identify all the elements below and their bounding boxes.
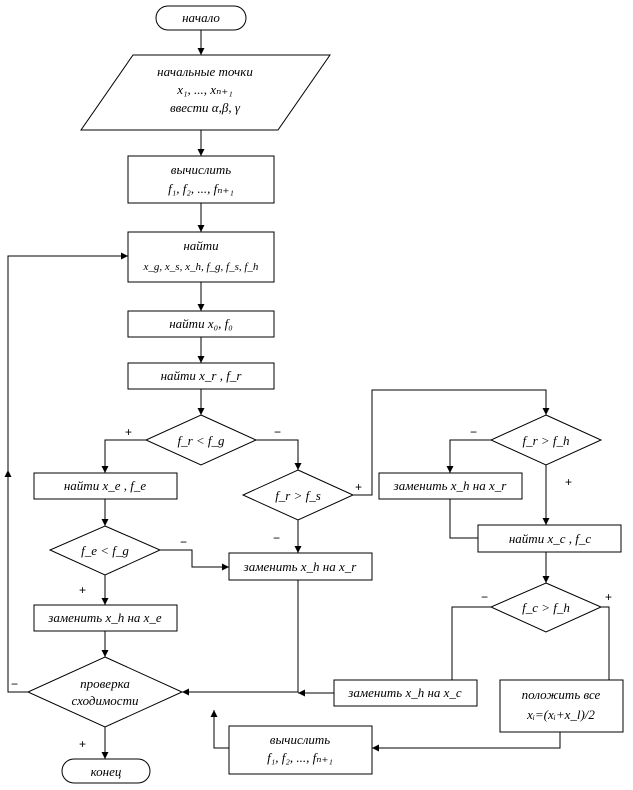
replace-with-expansion-box [33, 604, 178, 632]
find-expansion-label: найти x_e , f_e [64, 478, 146, 493]
decision-2-label: f_e < f_g [81, 543, 129, 558]
find-1-label: найти [183, 238, 219, 253]
replace-with-reflection-box-right [378, 472, 523, 500]
end-terminator [61, 758, 151, 784]
decision-5-label: f_c > f_h [522, 600, 570, 615]
shrink-label-1: положить все [522, 687, 601, 702]
find-1-values: x_g, x_s, x_h, f_g, f_s, f_h [143, 261, 259, 273]
sign-minus-5: − [481, 590, 488, 604]
replace-contraction-label: заменить x_h на x_c [347, 685, 462, 700]
sign-plus-3: + [355, 480, 362, 494]
input-parallelogram [80, 54, 331, 131]
decision-reflection-better [144, 414, 258, 466]
shrink-label-2: xᵢ=(xᵢ+x_l)/2 [526, 707, 595, 722]
compute-2-label: вычислить [270, 732, 330, 747]
start-label: начало [182, 10, 220, 25]
replace-reflection-middle-label: заменить x_h на x_r [243, 559, 358, 574]
sign-minus-6: − [11, 677, 18, 691]
sign-minus-3: − [273, 531, 280, 545]
input-label-3: ввести α,β, γ [170, 100, 241, 115]
convergence-label-1: проверка [80, 676, 130, 691]
sign-plus-2: + [79, 583, 86, 597]
sign-minus-4: − [470, 425, 477, 439]
sign-plus-4: + [565, 475, 572, 489]
find-expansion-box [33, 472, 178, 500]
convergence-check-decision [26, 656, 184, 728]
shrink-simplex-box [499, 679, 624, 733]
compute-1-label: вычислить [171, 162, 231, 177]
compute-1-values: f₁, f₂, ..., fₙ₊₁ [168, 181, 234, 196]
find-reflection-label: найти x_r , f_r [161, 368, 243, 383]
decision-contraction-worse [489, 582, 603, 633]
find-center-label: найти x₀, f₀ [169, 316, 233, 331]
connectors [4, 30, 610, 759]
replace-with-contraction-box [333, 679, 478, 707]
replace-reflection-right-label: заменить x_h на x_r [393, 478, 508, 493]
decision-1-label: f_r < f_g [177, 433, 225, 448]
sign-plus-5: + [605, 590, 612, 604]
sign-minus-2: − [180, 535, 187, 549]
replace-with-reflection-box-middle [228, 552, 373, 581]
find-contraction-label: найти x_c , f_c [509, 531, 591, 546]
compute-2-values: f₁, f₂, ..., fₙ₊₁ [267, 750, 333, 765]
sign-minus-1: − [274, 425, 281, 439]
decision-3-label: f_r > f_s [275, 488, 321, 503]
sign-plus-1: + [125, 425, 132, 439]
compute-values-box-1 [127, 155, 275, 204]
compute-values-box-2 [228, 725, 373, 775]
input-label-2: x₁, ..., xₙ₊₁ [176, 82, 232, 97]
replace-expansion-label: заменить x_h на x_e [47, 610, 162, 625]
sign-plus-6: + [79, 737, 86, 751]
end-label: конец [91, 764, 122, 779]
decision-4-label: f_r > f_h [522, 433, 569, 448]
input-label-1: начальные точки [157, 64, 253, 79]
find-contraction-box [477, 524, 622, 553]
convergence-label-2: сходимости [72, 693, 139, 708]
